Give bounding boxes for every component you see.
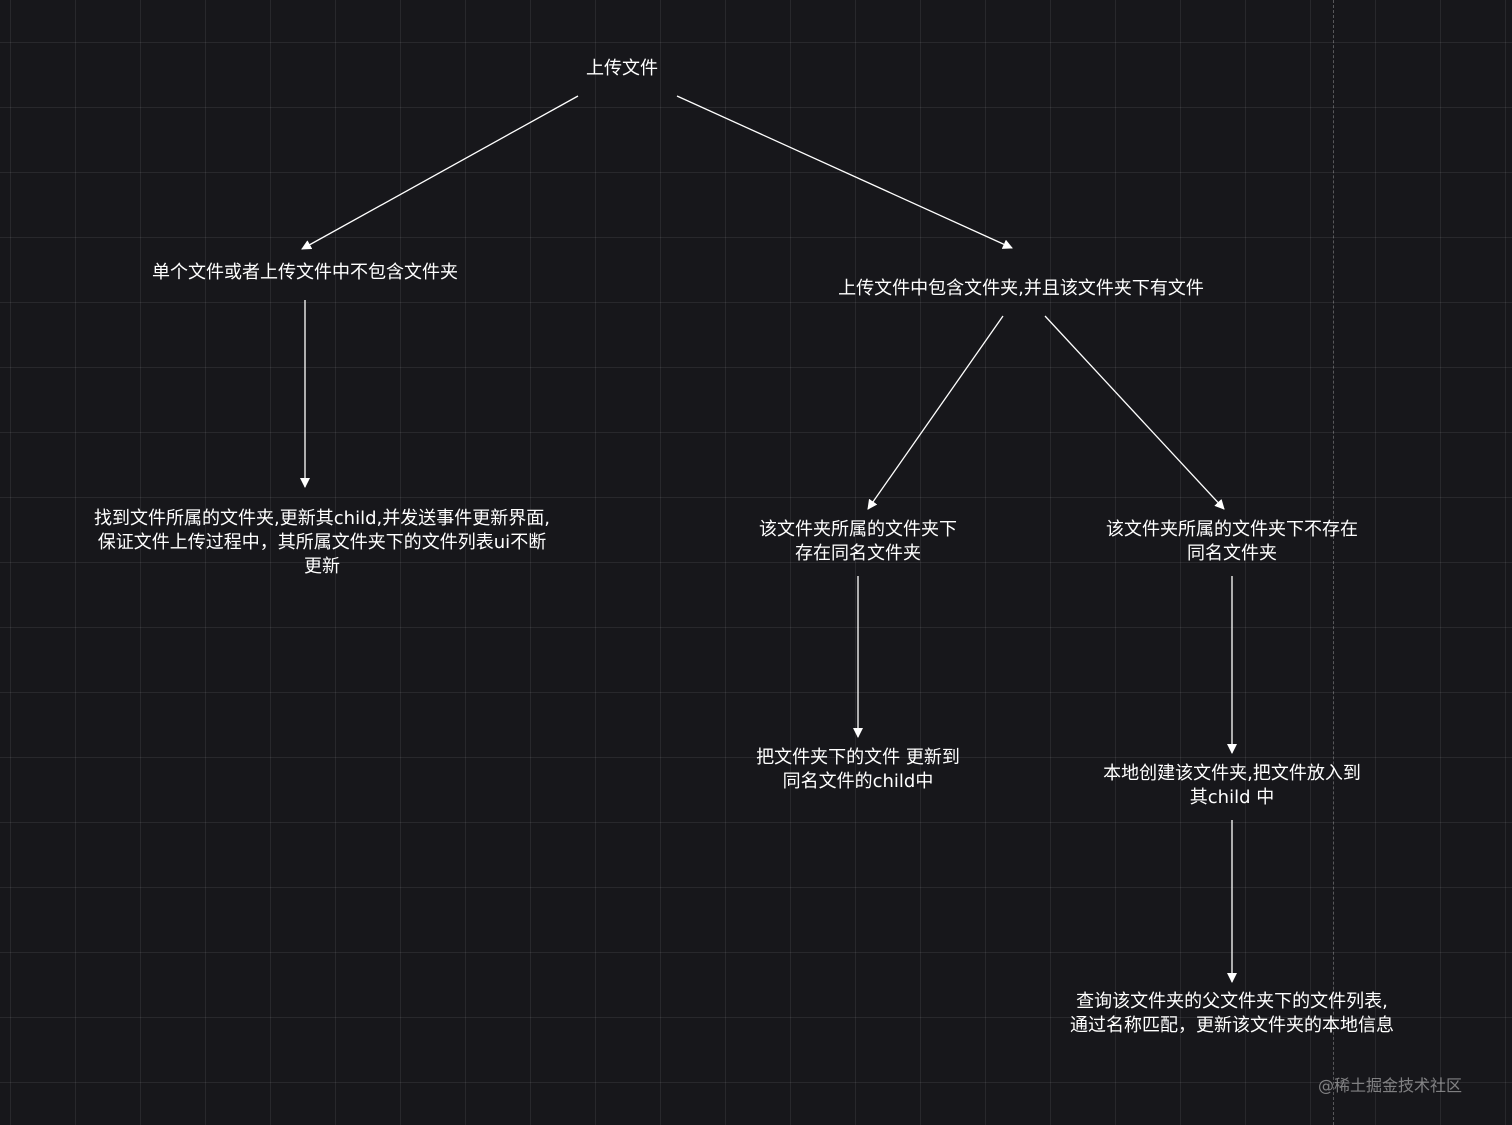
node-single-line: 单个文件或者上传文件中不包含文件夹 bbox=[152, 262, 458, 283]
edge-root-to-single bbox=[301, 95, 579, 250]
node-create-local: 本地创建该文件夹,把文件放入到 其child 中 bbox=[1052, 762, 1412, 810]
node-exists-same-line-1: 该文件夹所属的文件夹下 bbox=[759, 519, 957, 540]
node-not-exists-same: 该文件夹所属的文件夹下不存在 同名文件夹 bbox=[1062, 518, 1402, 566]
node-query-list-line-1: 查询该文件夹的父文件夹下的文件列表, bbox=[1076, 991, 1388, 1012]
node-single: 单个文件或者上传文件中不包含文件夹 bbox=[105, 261, 505, 285]
node-root-line: 上传文件 bbox=[586, 58, 658, 79]
node-update-child: 把文件夹下的文件 更新到 同名文件的child中 bbox=[708, 746, 1008, 794]
node-find-folder-line-3: 更新 bbox=[304, 556, 340, 577]
node-find-folder-line-1: 找到文件所属的文件夹,更新其child,并发送事件更新界面, bbox=[94, 508, 550, 529]
node-root: 上传文件 bbox=[522, 57, 722, 81]
node-contains-line: 上传文件中包含文件夹,并且该文件夹下有文件 bbox=[838, 278, 1204, 299]
guide-line bbox=[1333, 0, 1334, 1125]
node-update-child-line-2: 同名文件的child中 bbox=[782, 771, 934, 792]
watermark: @稀土掘金技术社区 bbox=[1318, 1076, 1463, 1095]
node-not-exists-same-line-2: 同名文件夹 bbox=[1187, 543, 1277, 564]
node-create-local-line-1: 本地创建该文件夹,把文件放入到 bbox=[1103, 763, 1361, 784]
node-create-local-line-2: 其child 中 bbox=[1189, 787, 1275, 808]
node-query-list-line-2: 通过名称匹配，更新该文件夹的本地信息 bbox=[1070, 1015, 1394, 1036]
edge-contains-to-not-exists-same bbox=[1044, 315, 1225, 510]
node-query-list: 查询该文件夹的父文件夹下的文件列表, 通过名称匹配，更新该文件夹的本地信息 bbox=[1022, 990, 1442, 1038]
node-not-exists-same-line-1: 该文件夹所属的文件夹下不存在 bbox=[1106, 519, 1358, 540]
node-find-folder-line-2: 保证文件上传过程中，其所属文件夹下的文件列表ui不断 bbox=[97, 532, 547, 553]
node-exists-same: 该文件夹所属的文件夹下 存在同名文件夹 bbox=[708, 518, 1008, 566]
edge-root-to-contains bbox=[676, 95, 1013, 249]
node-exists-same-line-2: 存在同名文件夹 bbox=[795, 543, 921, 564]
node-update-child-line-1: 把文件夹下的文件 更新到 bbox=[756, 747, 960, 768]
edge-contains-to-exists-same bbox=[867, 315, 1004, 510]
node-find-folder: 找到文件所属的文件夹,更新其child,并发送事件更新界面, 保证文件上传过程中… bbox=[42, 507, 602, 579]
node-contains: 上传文件中包含文件夹,并且该文件夹下有文件 bbox=[771, 277, 1271, 301]
